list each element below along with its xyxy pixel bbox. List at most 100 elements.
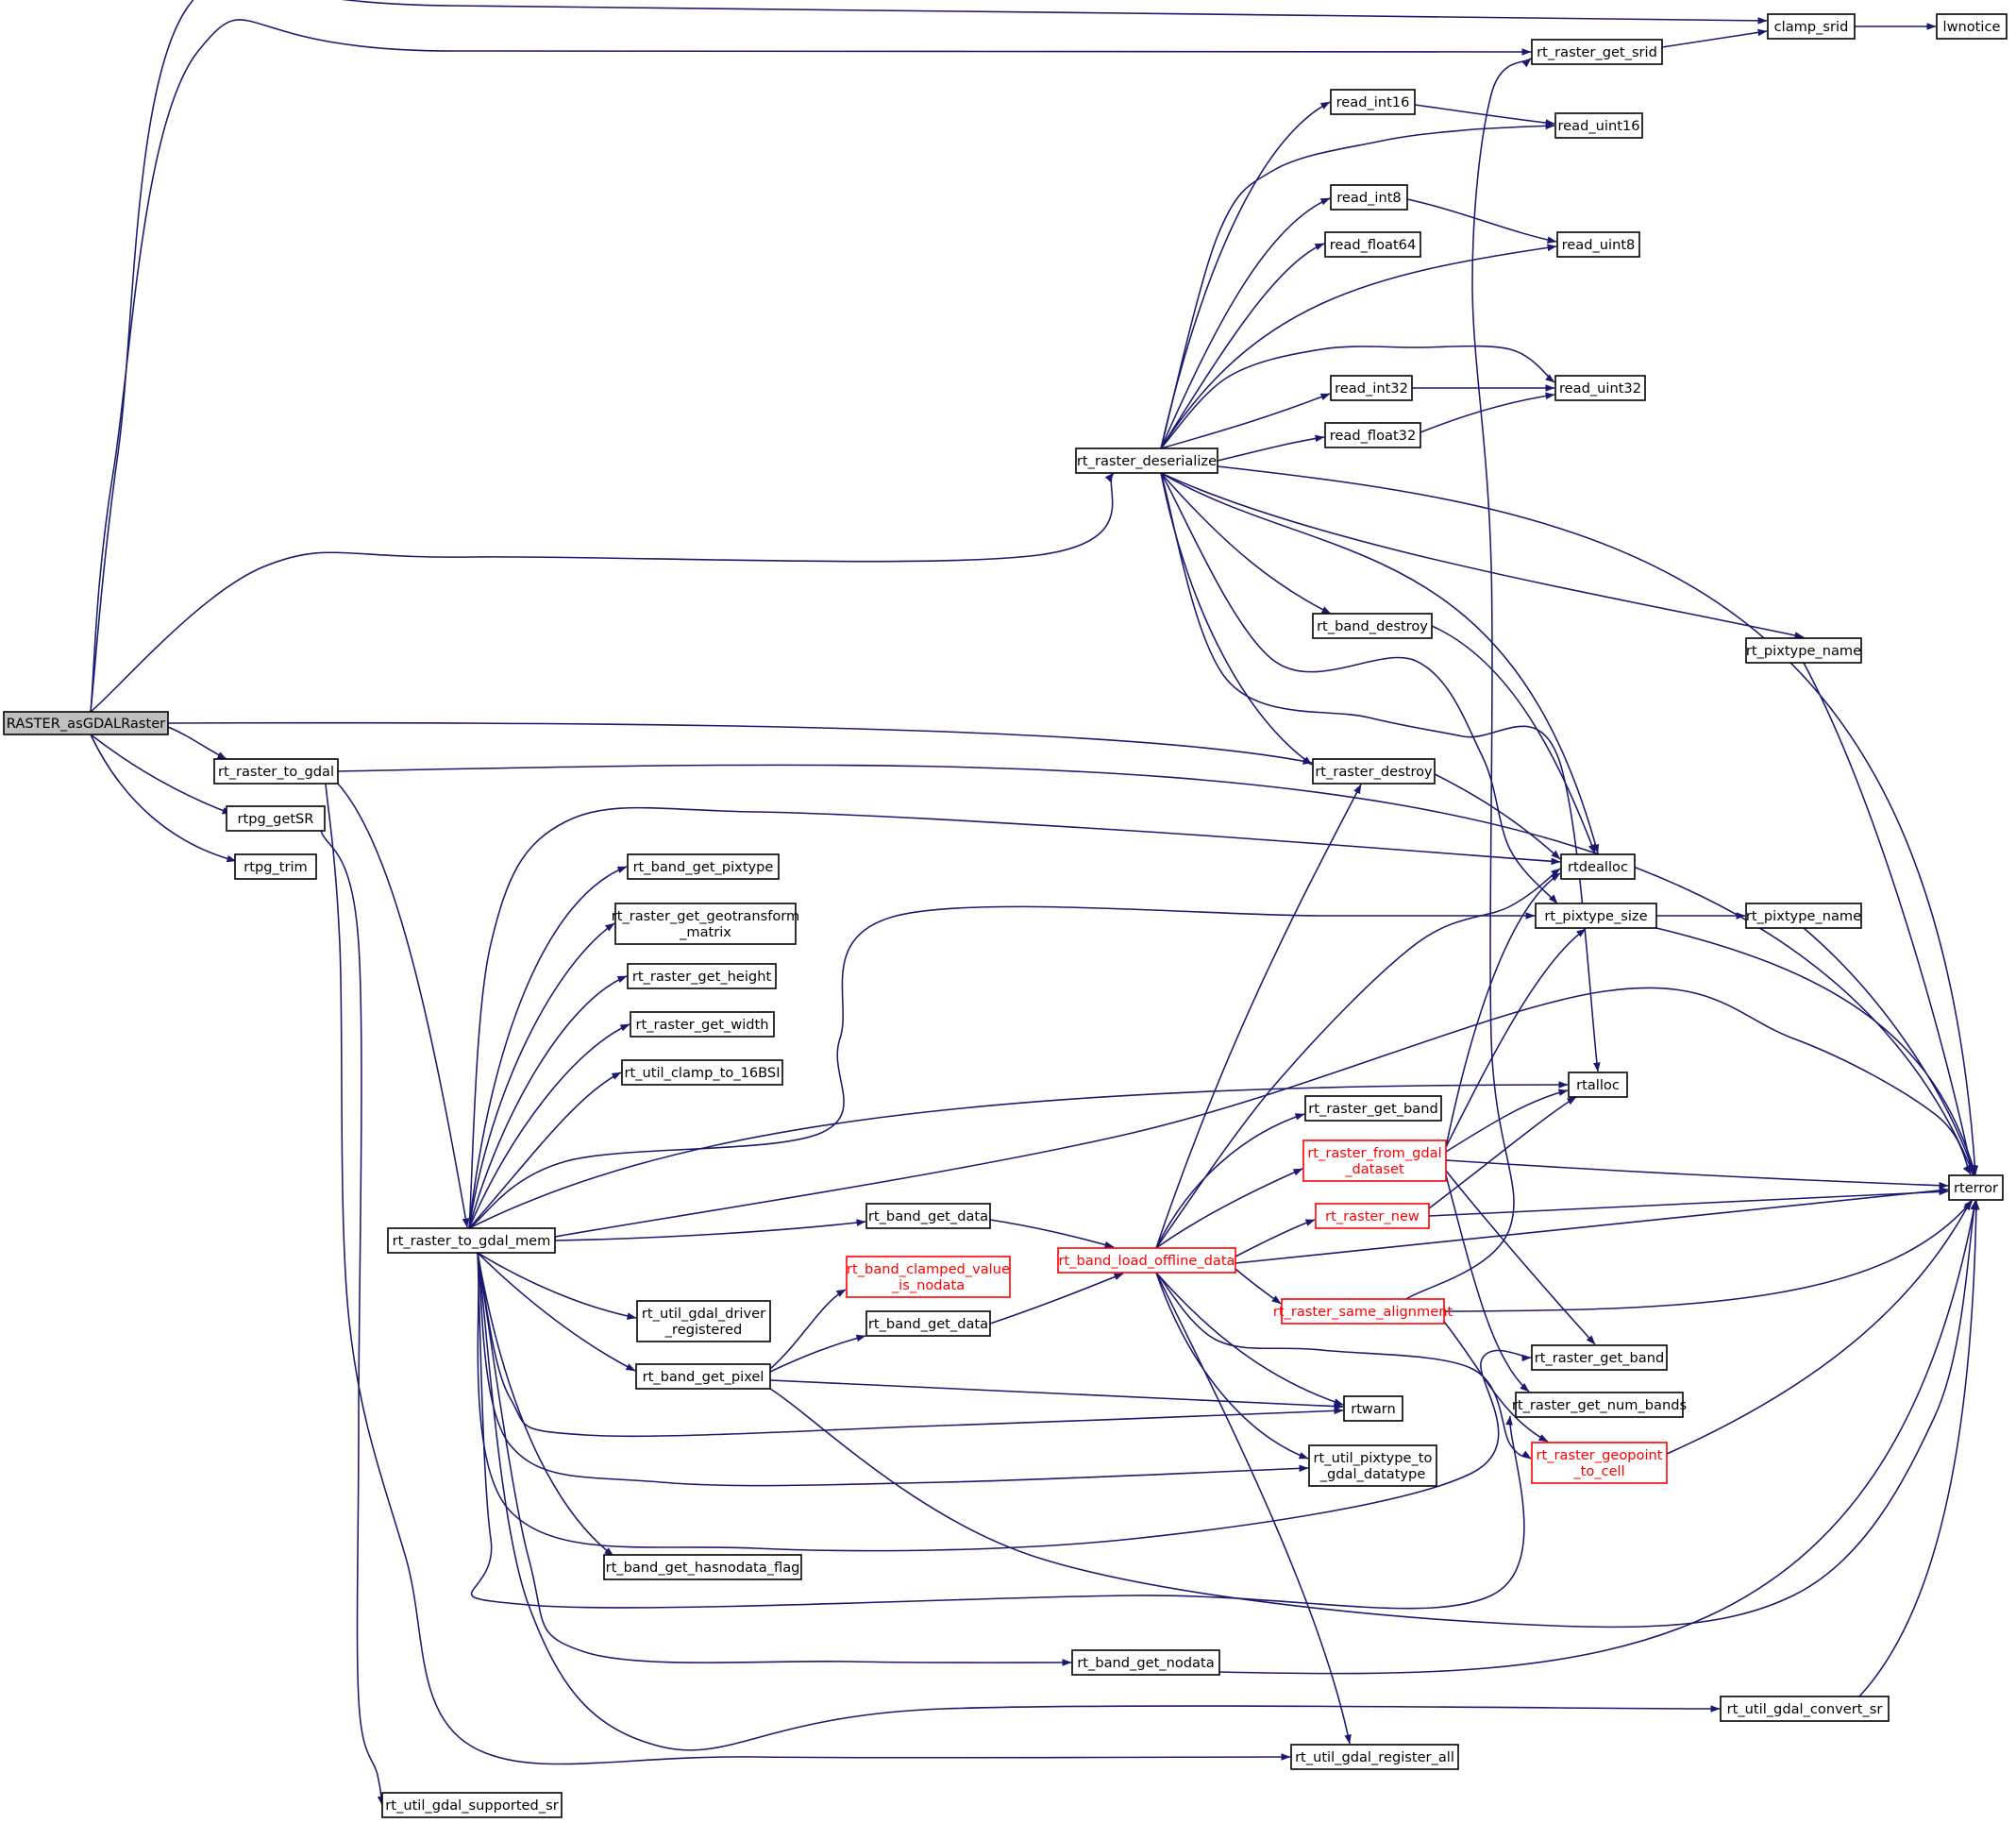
edge-read_int8-to-read_uint8 [1406, 198, 1557, 244]
node-rt_band_load_offline_data[interactable]: rt_band_load_offline_data [1057, 1247, 1236, 1274]
node-rtdealloc[interactable]: rtdealloc [1560, 853, 1636, 880]
node-rtalloc[interactable]: rtalloc [1568, 1072, 1628, 1098]
edge-rt_raster_same_alignment-to-rterror [1443, 1199, 1974, 1312]
node-label: rt_band_load_offline_data [1058, 1253, 1235, 1269]
edge-arrow [1434, 773, 1561, 860]
node-rt_raster_from_gdal_dataset[interactable]: rt_raster_from_gdal_dataset [1302, 1139, 1447, 1182]
node-rt_pixtype_name_b[interactable]: rt_pixtype_name [1745, 903, 1862, 929]
node-rt_band_get_data_a[interactable]: rt_band_get_data [865, 1203, 991, 1229]
node-rt_band_get_pixtype[interactable]: rt_band_get_pixtype [627, 853, 780, 880]
edge-arrow [1661, 28, 1768, 48]
edge-arrow [1160, 345, 1555, 449]
node-box [1531, 39, 1663, 65]
node-lwnotice[interactable]: lwnotice [1936, 13, 2008, 40]
node-rt_util_clamp_to_16BSI[interactable]: rt_util_clamp_to_16BSI [621, 1059, 783, 1086]
node-label: rt_pixtype_name [1746, 908, 1861, 924]
node-rt_raster_to_gdal_mem[interactable]: rt_raster_to_gdal_mem [387, 1227, 556, 1254]
node-rt_band_destroy[interactable]: rt_band_destroy [1312, 613, 1433, 639]
node-label: rt_raster_destroy [1315, 764, 1433, 780]
edge-rt_raster_from_gdal_dataset-to-rt_raster_get_num_bands [1445, 1174, 1530, 1393]
node-rt_band_get_hasnodata_flag[interactable]: rt_band_get_hasnodata_flag [603, 1554, 802, 1580]
node-rt_raster_same_alignment[interactable]: rt_raster_same_alignment [1273, 1298, 1453, 1325]
node-rt_band_get_pixel[interactable]: rt_band_get_pixel [635, 1363, 771, 1390]
edge-arrow [989, 1219, 1115, 1249]
node-rt_band_get_nodata[interactable]: rt_band_get_nodata [1071, 1649, 1220, 1676]
node-box [1308, 1444, 1437, 1487]
node-read_float64[interactable]: read_float64 [1324, 231, 1421, 258]
edge-rt_raster_to_gdal_mem-to-rt_band_get_pixel [477, 1252, 636, 1372]
edge-rt_raster_to_gdal_mem-to-rtalloc [468, 1081, 1569, 1229]
node-label: rt_raster_get_width [635, 1017, 768, 1033]
node-rtpg_trim[interactable]: rtpg_trim [234, 853, 317, 880]
node-rt_raster_new[interactable]: rt_raster_new [1315, 1203, 1430, 1229]
node-rt_util_gdal_convert_sr[interactable]: rt_util_gdal_convert_sr [1720, 1696, 1890, 1722]
edge-rtpg_getSR-to-rt_util_gdal_supported_sr [320, 830, 385, 1806]
node-rt_raster_get_band_b[interactable]: rt_raster_get_band [1531, 1344, 1668, 1371]
edge-rt_raster_to_gdal_mem-to-rt_util_clamp_to_16BSI [468, 1072, 622, 1229]
node-box [1071, 1649, 1220, 1676]
node-label: rt_raster_same_alignment [1273, 1304, 1453, 1320]
node-label: rt_band_get_hasnodata_flag [606, 1560, 800, 1576]
node-read_uint8[interactable]: read_uint8 [1556, 231, 1640, 258]
node-rt_util_gdal_supported_sr[interactable]: rt_util_gdal_supported_sr [381, 1792, 563, 1818]
edge-rt_band_get_data_b-to-rt_band_load_offline_data [989, 1273, 1124, 1325]
node-read_int16[interactable]: read_int16 [1330, 89, 1416, 115]
node-rtwarn[interactable]: rtwarn [1343, 1395, 1403, 1422]
node-box [1315, 1203, 1430, 1229]
edge-arrow [1155, 1168, 1303, 1249]
node-box [234, 853, 317, 880]
node-label: rt_band_destroy [1317, 618, 1428, 634]
node-rterror[interactable]: rterror [1948, 1174, 2004, 1201]
node-rt_raster_geopoint_to_cell[interactable]: rt_raster_geopoint_to_cell [1531, 1442, 1668, 1484]
node-label: rt_raster_get_srid [1537, 44, 1657, 60]
edge-arrow [1445, 872, 1561, 1148]
node-rt_raster_get_geotransform_matrix[interactable]: rt_raster_get_geotransform_matrix [612, 903, 800, 945]
node-box [1720, 1696, 1890, 1722]
edge-rt_raster_from_gdal_dataset-to-rterror [1445, 1159, 1949, 1190]
edge-arrow [1666, 1200, 1972, 1455]
edge-rt_raster_new-to-rtalloc [1428, 1096, 1577, 1209]
node-read_uint32[interactable]: read_uint32 [1554, 375, 1646, 401]
node-rtpg_getSR[interactable]: rtpg_getSR [226, 805, 326, 832]
edge-rt_raster_to_gdal_mem-to-rt_raster_get_geotransform_matrix [468, 922, 615, 1229]
node-RASTER_asGDALRaster[interactable]: RASTER_asGDALRaster [3, 711, 169, 735]
node-rt_raster_get_num_bands[interactable]: rt_raster_get_num_bands [1512, 1392, 1687, 1418]
node-rt_pixtype_name_a[interactable]: rt_pixtype_name [1745, 637, 1862, 664]
node-clamp_srid[interactable]: clamp_srid [1767, 13, 1856, 40]
node-rt_util_pixtype_to_gdal_datatype[interactable]: rt_util_pixtype_to_gdal_datatype [1308, 1444, 1437, 1487]
edge-RASTER_asGDALRaster-to-rt_raster_to_gdal [167, 726, 227, 760]
edge-arrow [1445, 1174, 1530, 1393]
node-box [1767, 13, 1856, 40]
node-rt_util_gdal_register_all[interactable]: rt_util_gdal_register_all [1290, 1744, 1459, 1770]
node-rt_band_clamped_value_is_nodata[interactable]: rt_band_clamped_value_is_nodata [846, 1256, 1011, 1298]
node-rt_raster_get_height[interactable]: rt_raster_get_height [627, 963, 777, 989]
node-rt_raster_get_band_a[interactable]: rt_raster_get_band [1304, 1095, 1442, 1122]
node-read_uint16[interactable]: read_uint16 [1554, 112, 1643, 139]
node-rt_pixtype_size[interactable]: rt_pixtype_size [1535, 903, 1657, 929]
edge-rt_raster_to_gdal_mem-to-rt_pixtype_size [468, 905, 1536, 1229]
edge-rt_raster_get_srid-to-clamp_srid [1661, 28, 1768, 48]
node-read_int32[interactable]: read_int32 [1330, 375, 1413, 401]
node-rt_raster_to_gdal[interactable]: rt_raster_to_gdal [213, 758, 339, 785]
node-read_float32[interactable]: read_float32 [1324, 422, 1421, 448]
edge-rt_raster_deserialize-to-read_float64 [1160, 243, 1325, 449]
edge-arrow [1443, 1321, 1549, 1443]
node-read_int8[interactable]: read_int8 [1330, 184, 1408, 211]
edge-arrow [769, 1334, 866, 1373]
node-box [1554, 375, 1646, 401]
edge-arrow [1160, 472, 1600, 854]
edge-arrow [1155, 868, 1561, 1249]
node-rt_band_get_data_b[interactable]: rt_band_get_data [865, 1310, 991, 1337]
node-label: _registered [664, 1322, 743, 1338]
node-box [1057, 1247, 1236, 1274]
node-rt_util_gdal_driver_registered[interactable]: rt_util_gdal_driver_registered [636, 1300, 771, 1342]
node-box [1302, 1139, 1447, 1182]
edge-arrow [470, 1252, 1525, 1610]
node-box [630, 1011, 775, 1038]
node-rt_raster_destroy[interactable]: rt_raster_destroy [1312, 758, 1436, 785]
node-rt_raster_get_width[interactable]: rt_raster_get_width [630, 1011, 775, 1038]
node-rt_raster_deserialize[interactable]: rt_raster_deserialize [1075, 447, 1218, 474]
node-rt_raster_get_srid[interactable]: rt_raster_get_srid [1531, 39, 1663, 65]
edge-rt_raster_deserialize-to-rt_band_destroy [1160, 472, 1332, 615]
edge-rt_band_load_offline_data-to-rt_raster_get_band_a [1155, 1113, 1305, 1249]
